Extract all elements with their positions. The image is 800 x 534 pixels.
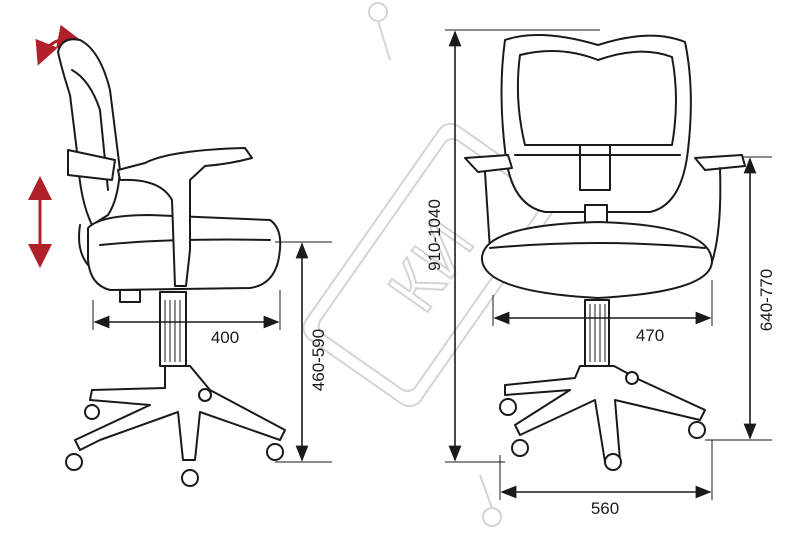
dimension-base-width: 560	[499, 440, 713, 518]
total-height-label: 910-1040	[425, 199, 444, 271]
seat-width-label: 470	[636, 326, 664, 345]
dimension-seat-depth: 400	[92, 290, 281, 347]
side-view-chair	[57, 38, 286, 487]
front-view-chair	[464, 34, 746, 471]
dimension-seat-height: 460-590	[275, 241, 332, 463]
seat-height-label: 460-590	[309, 329, 328, 391]
seat-depth-label: 400	[211, 328, 239, 347]
watermark-pins	[368, 2, 502, 527]
dimension-seat-width: 470	[492, 280, 713, 345]
dimension-armrest-height: 640-770	[705, 156, 776, 441]
armrest-height-label: 640-770	[757, 269, 776, 331]
dimension-total-height: 910-1040	[425, 29, 600, 463]
base-width-label: 560	[591, 499, 619, 518]
